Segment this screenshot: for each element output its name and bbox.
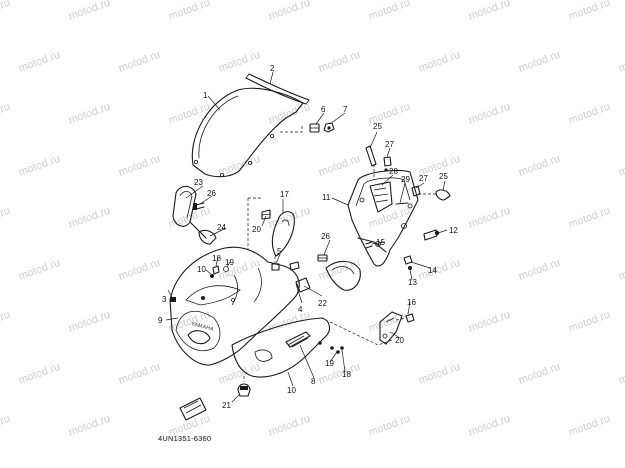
callout-4: 4 xyxy=(298,305,303,314)
callout-16: 16 xyxy=(407,298,416,307)
callout-1: 1 xyxy=(203,91,208,100)
duct-clip xyxy=(295,277,311,293)
callout-20-dup: 20 xyxy=(395,336,404,345)
callout-6: 6 xyxy=(321,105,326,114)
callout-9: 9 xyxy=(158,316,163,325)
left-fasteners xyxy=(170,229,300,302)
callout-2: 2 xyxy=(270,64,275,73)
clip-nut xyxy=(237,383,251,397)
callout-18: 18 xyxy=(342,370,351,379)
air-duct xyxy=(325,260,361,291)
inner-bracket xyxy=(271,211,295,257)
fairing-stay xyxy=(347,169,419,267)
callout-14: 14 xyxy=(428,266,437,275)
lower-screws xyxy=(336,346,344,354)
callout-10-dup: 10 xyxy=(287,386,296,395)
grommet xyxy=(261,209,271,220)
callout-19-dup: 19 xyxy=(225,258,234,267)
callout-5: 5 xyxy=(277,247,282,256)
callout-18-dup: 18 xyxy=(212,254,221,263)
duct-screw xyxy=(317,254,328,262)
callout-29: 29 xyxy=(401,175,410,184)
screw xyxy=(309,123,320,133)
callout-25: 25 xyxy=(373,122,382,131)
callout-26: 26 xyxy=(207,189,216,198)
side-cowling xyxy=(231,317,334,378)
well-nut xyxy=(323,122,335,133)
callout-25-dup: 25 xyxy=(439,172,448,181)
front-fairing: YAMAHA xyxy=(169,246,300,366)
stay-fasteners xyxy=(365,145,451,270)
windscreen xyxy=(191,87,304,178)
callout-17: 17 xyxy=(280,190,289,199)
callout-27-dup: 27 xyxy=(419,174,428,183)
callout-13: 13 xyxy=(408,278,417,287)
callout-20: 20 xyxy=(252,225,261,234)
part-code: 4UN1351-6360 xyxy=(158,434,211,443)
callout-21: 21 xyxy=(222,401,231,410)
callout-11: 11 xyxy=(322,193,331,202)
callout-15: 15 xyxy=(376,238,385,247)
callout-10: 10 xyxy=(197,265,206,274)
callout-numbers: 1 2 3 4 5 6 7 8 9 10 11 12 13 14 15 16 1… xyxy=(158,64,458,410)
callout-12: 12 xyxy=(449,226,458,235)
windscreen-trim xyxy=(245,73,310,105)
fairing-brand-mark: YAMAHA xyxy=(191,321,215,332)
callout-26-dup: 26 xyxy=(321,232,330,241)
callout-27: 27 xyxy=(385,140,394,149)
callout-3: 3 xyxy=(162,295,167,304)
mirror-bolt xyxy=(193,202,205,210)
callout-28: 28 xyxy=(389,167,398,176)
callout-19: 19 xyxy=(325,359,334,368)
reflector xyxy=(179,397,207,421)
callout-22: 22 xyxy=(318,299,327,308)
callout-7: 7 xyxy=(343,105,348,114)
callout-8: 8 xyxy=(311,377,316,386)
leader-lines xyxy=(165,71,448,403)
side-bracket xyxy=(379,311,415,345)
callout-23: 23 xyxy=(194,178,203,187)
callout-24: 24 xyxy=(217,223,226,232)
rear-view-mirror xyxy=(172,185,207,239)
